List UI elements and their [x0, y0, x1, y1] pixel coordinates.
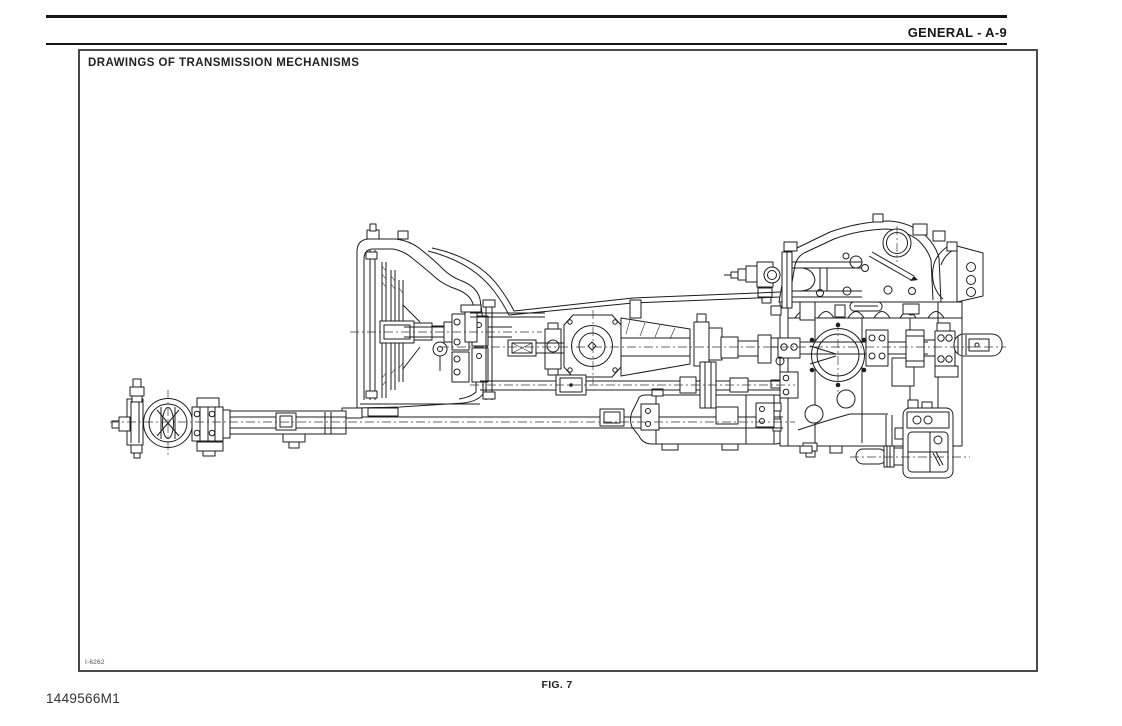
transmission-drawing — [110, 213, 1006, 479]
hydraulic-control-valve — [724, 261, 781, 304]
figure-title: DRAWINGS OF TRANSMISSION MECHANISMS — [88, 57, 360, 69]
front-axle — [111, 378, 347, 459]
header-rule-bottom — [46, 43, 1007, 45]
main-shaft — [404, 299, 928, 400]
figure-box: DRAWINGS OF TRANSMISSION MECHANISMS — [78, 49, 1038, 672]
front-driveshaft — [341, 402, 783, 431]
hydraulic-pump — [563, 313, 785, 378]
mounting-bracket — [956, 245, 984, 303]
hydraulic-pipes — [427, 247, 781, 319]
centerlines — [110, 226, 1006, 458]
figure-caption: FIG. 7 — [541, 679, 573, 691]
document-number: 1449566M1 — [46, 691, 121, 706]
hydraulic-lift-cylinder — [781, 241, 862, 309]
hydraulic-lift-housing — [778, 213, 958, 303]
drawing-ref: I-6262 — [85, 659, 105, 666]
section-label: GENERAL - A-9 — [907, 25, 1007, 40]
header-rule-top — [46, 15, 1007, 18]
rear-pto-gearbox — [855, 399, 954, 479]
pto-shaft — [905, 322, 1003, 378]
